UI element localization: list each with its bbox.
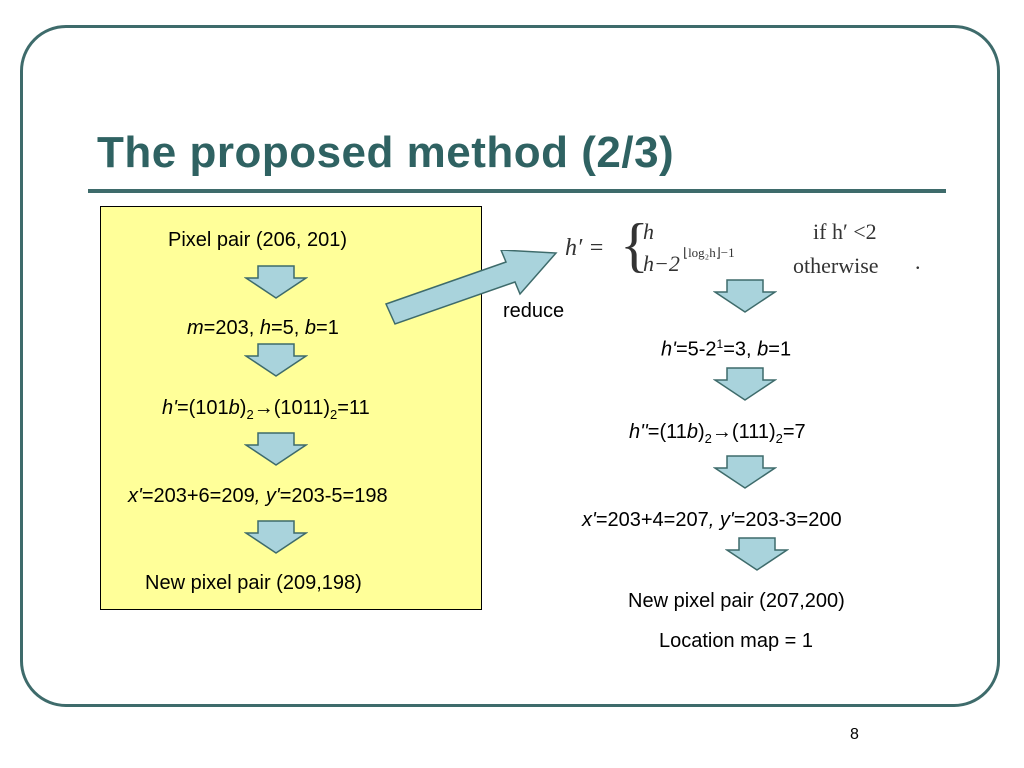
block-arrow-down-icon	[244, 343, 308, 377]
case1-condition: if h′ <2	[813, 219, 877, 244]
left-step-pixel-pair: Pixel pair (206, 201)	[168, 229, 347, 251]
h-value: =5,	[270, 317, 305, 339]
reduce-label: reduce	[503, 300, 565, 322]
expr-part: =(101	[176, 397, 229, 419]
block-arrow-diagonal-icon	[384, 250, 558, 325]
right-step-new-xy: x'=203+4=207, y'=203-3=200	[582, 508, 842, 532]
b-value: =1	[316, 317, 339, 339]
formula-period: .	[915, 249, 921, 274]
b-variable: b	[757, 338, 769, 361]
x-prime-variable: x'	[582, 509, 596, 531]
slide-frame	[20, 25, 1000, 707]
block-arrow-down-icon	[725, 537, 789, 571]
case2-expression-base: h−2	[643, 251, 680, 276]
page-number: 8	[850, 726, 859, 743]
base-subscript: 2	[775, 431, 783, 446]
y-prime-variable: y'	[265, 485, 280, 507]
b-variable: b	[228, 397, 240, 419]
expr-part: =203-5=198	[279, 485, 388, 507]
case2-condition: otherwise	[793, 253, 879, 278]
h-prime-variable: h'	[162, 397, 177, 419]
left-step-new-pixel-pair: New pixel pair (209,198)	[145, 572, 362, 594]
b-variable: b	[686, 421, 698, 443]
expr-part: =1	[768, 338, 792, 361]
expr-part: =(11	[647, 421, 687, 443]
h-double-prime-variable: h''	[629, 421, 648, 443]
base-subscript: 2	[330, 407, 338, 422]
expr-part: =203+4=207	[595, 509, 709, 531]
expr-part: )	[239, 397, 247, 419]
block-arrow-down-icon	[244, 432, 308, 466]
left-step-new-xy: x'=203+6=209, y'=203-5=198	[128, 484, 388, 508]
expr-part: =11	[337, 397, 370, 419]
slide-title: The proposed method (2/3)	[97, 128, 675, 177]
expr-part: =7	[782, 421, 806, 443]
formula-brace: {	[620, 212, 649, 278]
left-step-h-prime: h'=(101b)2→(1011)2=11	[162, 396, 370, 427]
case2-expression-exponent: ⌊log₂h⌋−1	[683, 245, 735, 260]
h-variable: h	[259, 317, 271, 339]
block-arrow-down-icon	[713, 367, 777, 401]
right-step-new-pixel-pair: New pixel pair (207,200)	[628, 590, 845, 612]
expr-part: =3,	[723, 338, 758, 361]
h-prime-variable: h'	[661, 338, 676, 361]
base-subscript: 2	[704, 431, 712, 446]
location-map-value: Location map = 1	[659, 630, 813, 652]
right-step-h-double-prime: h''=(11b)2→(111)2=7	[629, 420, 806, 451]
right-step-h-prime: h'=5-21=3, b=1	[661, 332, 791, 362]
case1-expression: h	[643, 219, 654, 244]
formula-lhs: h′ =	[565, 235, 605, 261]
m-value: =203,	[203, 317, 260, 339]
block-arrow-down-icon	[244, 265, 308, 299]
expr-part: )	[698, 421, 705, 443]
block-arrow-down-icon	[713, 279, 777, 313]
expr-part: ,	[708, 509, 720, 531]
block-arrow-down-icon	[713, 455, 777, 489]
m-variable: m	[187, 317, 204, 339]
h-prime-formula: h′ = { h if h′ <2 h−2 ⌊log₂h⌋−1 otherwis…	[565, 213, 930, 283]
expr-part: =203-3=200	[733, 509, 842, 531]
base-subscript: 2	[246, 407, 254, 422]
expr-part: →(111)	[711, 421, 776, 443]
expr-part: →(1011)	[253, 397, 331, 419]
expr-part: =203+6=209	[141, 485, 255, 507]
left-step-m-h-b: m=203, h=5, b=1	[187, 316, 339, 340]
expr-part: =5-2	[675, 338, 717, 361]
block-arrow-down-icon	[244, 520, 308, 554]
expr-part: ,	[254, 485, 266, 507]
exponent: 1	[716, 337, 724, 351]
title-divider	[88, 189, 946, 193]
y-prime-variable: y'	[719, 509, 734, 531]
b-variable: b	[304, 317, 317, 339]
x-prime-variable: x'	[128, 485, 142, 507]
